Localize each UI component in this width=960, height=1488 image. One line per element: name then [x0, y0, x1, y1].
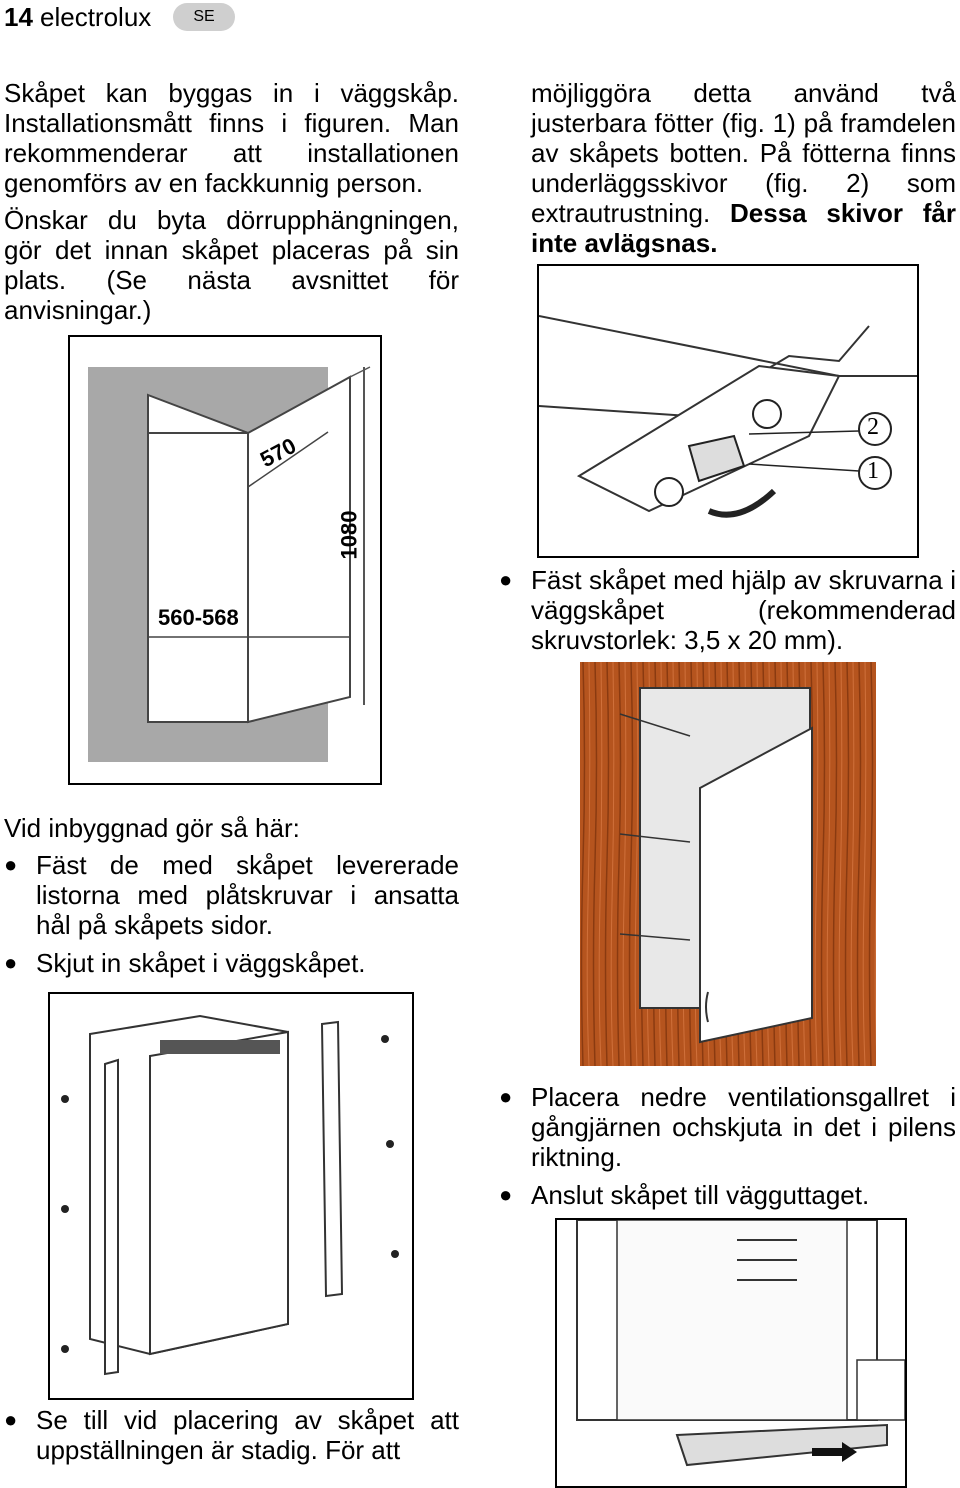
wood-cabinet-figure: [580, 662, 876, 1066]
side-strips-figure: [48, 992, 414, 1400]
door-note-paragraph: Önskar du byta dörrupphängningen, gör de…: [4, 205, 459, 325]
height-dimension-label: 1080: [336, 510, 362, 560]
language-badge: SE: [173, 3, 235, 31]
ventilation-grille-figure: [555, 1218, 907, 1488]
screw-note: ● Fäst skåpet med hjälp av skruvarna i v…: [499, 565, 956, 655]
bullet-icon: ●: [499, 567, 513, 592]
builtin-step-1: ● Fäst de med skåpet levererade listorna…: [4, 850, 459, 940]
feet-paragraph: möjliggöra detta använd två justerbara f…: [531, 78, 956, 258]
bullet-icon: ●: [4, 852, 18, 877]
intro-paragraph: Skåpet kan byggas in i väggskåp. Install…: [4, 78, 459, 198]
screw-note-text: Fäst skåpet med hjälp av skruvarna i väg…: [531, 565, 956, 655]
bullet-icon: ●: [499, 1084, 513, 1109]
callout-1-label: 1: [867, 458, 879, 484]
feet-warning: Dessa skivor får inte avlägsnas.: [531, 198, 956, 258]
bullet-icon: ●: [499, 1182, 513, 1207]
final-step-1: ● Placera nedre ventilationsgallret i gå…: [499, 1082, 956, 1172]
bullet-icon: ●: [4, 950, 18, 975]
page-number: 14: [4, 2, 33, 32]
final-step-2-text: Anslut skåpet till vägguttaget.: [531, 1180, 870, 1210]
callout-2-label: 2: [867, 414, 879, 440]
brand-name: electrolux: [40, 2, 152, 32]
adjustable-feet-figure: 2 1: [537, 264, 919, 558]
builtin-step-1-text: Fäst de med skåpet levererade listorna m…: [36, 850, 459, 940]
builtin-step-2: ● Skjut in skåpet i väggskåpet.: [4, 948, 459, 978]
width-dimension-label: 560-568: [158, 605, 239, 630]
final-step-1-text: Placera nedre ventilationsgallret i gång…: [531, 1082, 956, 1172]
builtin-step-2-text: Skjut in skåpet i väggskåpet.: [36, 948, 366, 978]
stable-note-text: Se till vid placering av skåpet att upps…: [36, 1405, 459, 1465]
feet-text: möjliggöra detta använd två justerbara f…: [531, 78, 956, 228]
bullet-icon: ●: [4, 1407, 18, 1432]
final-step-2: ● Anslut skåpet till vägguttaget.: [499, 1180, 956, 1210]
niche-dimensions-figure: 570 1080 560-568: [68, 335, 382, 785]
stable-note: ● Se till vid placering av skåpet att up…: [4, 1405, 459, 1465]
builtin-heading: Vid inbyggnad gör så här:: [4, 813, 300, 843]
